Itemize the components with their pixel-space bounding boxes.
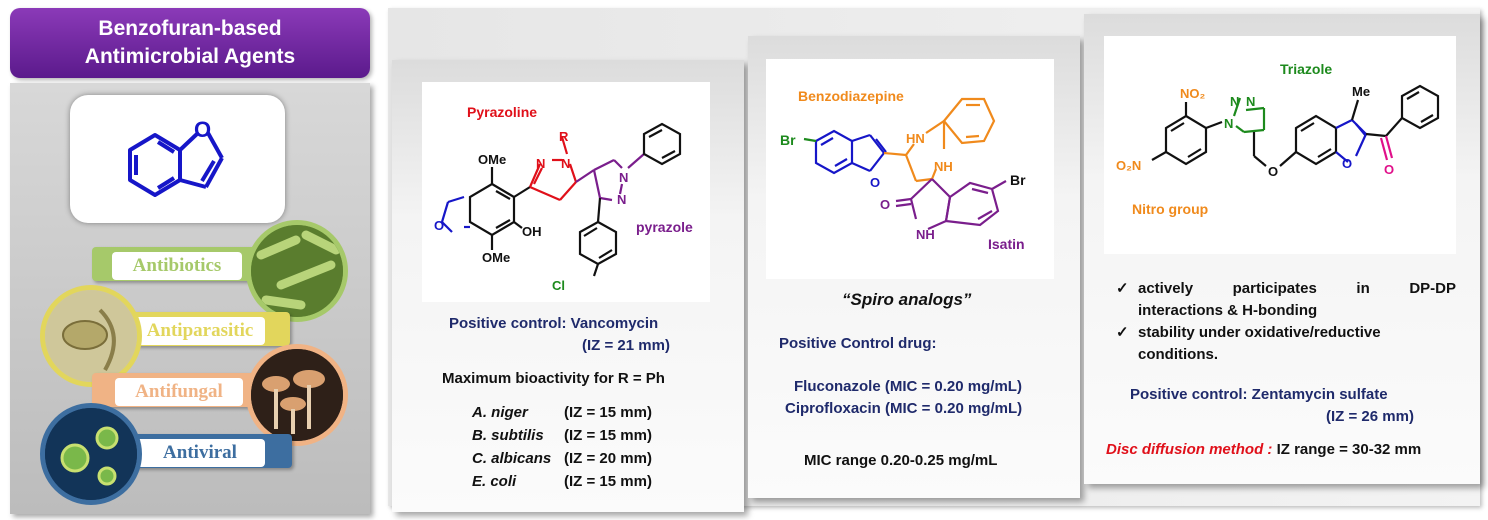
disc-diffusion-range: IZ range = 30-32 mm xyxy=(1276,441,1422,458)
title-line-2: Antimicrobial Agents xyxy=(84,45,296,68)
nitro-group-label: Nitro group xyxy=(1132,201,1208,217)
hn-label: HN xyxy=(906,131,925,146)
organism-iz: (IZ = 20 mm) xyxy=(564,450,652,467)
fungi-image xyxy=(246,344,348,446)
card1-control-iz: (IZ = 21 mm) xyxy=(582,337,670,354)
r-label: R xyxy=(559,129,569,144)
fluconazole-mic: Fluconazole (MIC = 0.20 mg/mL) xyxy=(794,378,1022,395)
triazole-n-ring: N xyxy=(1224,116,1233,131)
spiro-structure-box: Benzodiazepine Br O HN NH O NH Br Isatin xyxy=(766,59,1054,279)
virus-image xyxy=(40,403,142,505)
bacteria-image xyxy=(246,220,348,322)
triazole-label: Triazole xyxy=(1280,61,1332,77)
spiro-structure: Benzodiazepine Br O HN NH O NH Br Isatin xyxy=(780,88,1026,252)
antifungal-label: Antifungal xyxy=(115,378,243,406)
spiro-analogs-label: “Spiro analogs” xyxy=(842,290,972,309)
isatin-label: Isatin xyxy=(988,236,1025,252)
triazole-n-eq-1: N xyxy=(1230,94,1239,109)
o2n-label: O₂N xyxy=(1116,158,1141,173)
organism-name: C. albicans xyxy=(472,450,552,467)
mic-range: MIC range 0.20-0.25 mg/mL xyxy=(804,452,998,469)
ciprofloxacin-mic: Ciprofloxacin (MIC = 0.20 mg/mL) xyxy=(785,400,1023,417)
nh-diazepine-label: NH xyxy=(934,159,953,174)
benzofuran-core-box: O xyxy=(70,95,285,223)
disc-diffusion: Disc diffusion method : IZ range = 30-32… xyxy=(1106,441,1421,458)
carbonyl-o-label: O xyxy=(1384,162,1394,177)
br-right-label: Br xyxy=(1010,172,1026,188)
card3-control-iz: (IZ = 26 mm) xyxy=(1326,408,1414,425)
pyrazole-n-1: N xyxy=(619,170,628,185)
card1-control: Positive control: Vancomycin xyxy=(449,315,659,332)
max-bioactivity: Maximum bioactivity for R = Ph xyxy=(442,370,665,387)
pyrazoline-n-2: N xyxy=(561,156,570,171)
antiparasitic-label: Antiparasitic xyxy=(135,317,265,345)
pyrazoline-n-1: N xyxy=(536,156,545,171)
ome-bottom-label: OMe xyxy=(482,250,510,265)
disc-diffusion-method: Disc diffusion method : xyxy=(1106,441,1273,458)
oxindole-o-label: O xyxy=(880,197,890,212)
organism-iz: (IZ = 15 mm) xyxy=(564,404,652,421)
card2-control-title: Positive Control drug: xyxy=(779,335,937,352)
core-o-label: O xyxy=(194,117,211,142)
me-label: Me xyxy=(1352,84,1370,99)
title-line-1: Benzofuran-based xyxy=(98,17,282,40)
bullet-2: ✓ stability under oxidative/reductive co… xyxy=(1116,322,1456,366)
organism-name: B. subtilis xyxy=(472,427,544,444)
bullet-2-line-2: conditions. xyxy=(1138,346,1218,363)
organism-iz: (IZ = 15 mm) xyxy=(564,473,652,490)
pyrazoline-label: Pyrazoline xyxy=(467,104,537,120)
antiviral-label: Antiviral xyxy=(135,439,265,467)
no2-top-label: NO₂ xyxy=(1180,86,1206,101)
benzofuran-structure: O xyxy=(128,117,224,197)
check-icon: ✓ xyxy=(1116,324,1129,341)
triazole-n-eq-2: N xyxy=(1246,94,1255,109)
cl-label: Cl xyxy=(552,278,565,293)
organism-iz: (IZ = 15 mm) xyxy=(564,427,652,444)
pyrazole-label: pyrazole xyxy=(636,219,693,235)
triazole-structure-box: Triazole NO₂ O₂N N N N O O Me O Nitro gr… xyxy=(1104,36,1456,254)
ether-o-label: O xyxy=(1268,164,1278,179)
organism-list: A. niger (IZ = 15 mm) B. subtilis (IZ = 15… xyxy=(472,404,652,496)
benzofuran-o-label: O xyxy=(870,175,880,190)
bullet-2-line-1: stability under oxidative/reductive xyxy=(1138,324,1381,341)
pyrazoline-structure-box: Pyrazoline R N N N N OMe OMe OH O Cl pyr… xyxy=(422,82,710,302)
nh-isatin-label: NH xyxy=(916,227,935,242)
organism-name: A. niger xyxy=(472,404,528,421)
bullet-1-line-2: interactions & H-bonding xyxy=(1138,302,1318,319)
check-icon: ✓ xyxy=(1116,280,1129,297)
oh-label: OH xyxy=(522,224,542,239)
triazole-structure: Triazole NO₂ O₂N N N N O O Me O Nitro gr… xyxy=(1116,61,1440,217)
br-left-label: Br xyxy=(780,132,796,148)
title-box: Benzofuran-based Antimicrobial Agents xyxy=(10,8,370,78)
benzodiazepine-label: Benzodiazepine xyxy=(798,88,904,104)
parasite-image xyxy=(40,285,142,387)
ome-top-label: OMe xyxy=(478,152,506,167)
pyrazole-n-2: N xyxy=(617,192,626,207)
benzofuran-o-label: O xyxy=(1342,156,1352,171)
antibiotics-label: Antibiotics xyxy=(112,252,242,280)
pyrazoline-structure: Pyrazoline R N N N N OMe OMe OH O Cl pyr… xyxy=(434,104,693,293)
organism-name: E. coli xyxy=(472,473,517,490)
card3-control: Positive control: Zentamycin sulfate xyxy=(1130,386,1388,403)
furan-o-label: O xyxy=(434,218,444,233)
